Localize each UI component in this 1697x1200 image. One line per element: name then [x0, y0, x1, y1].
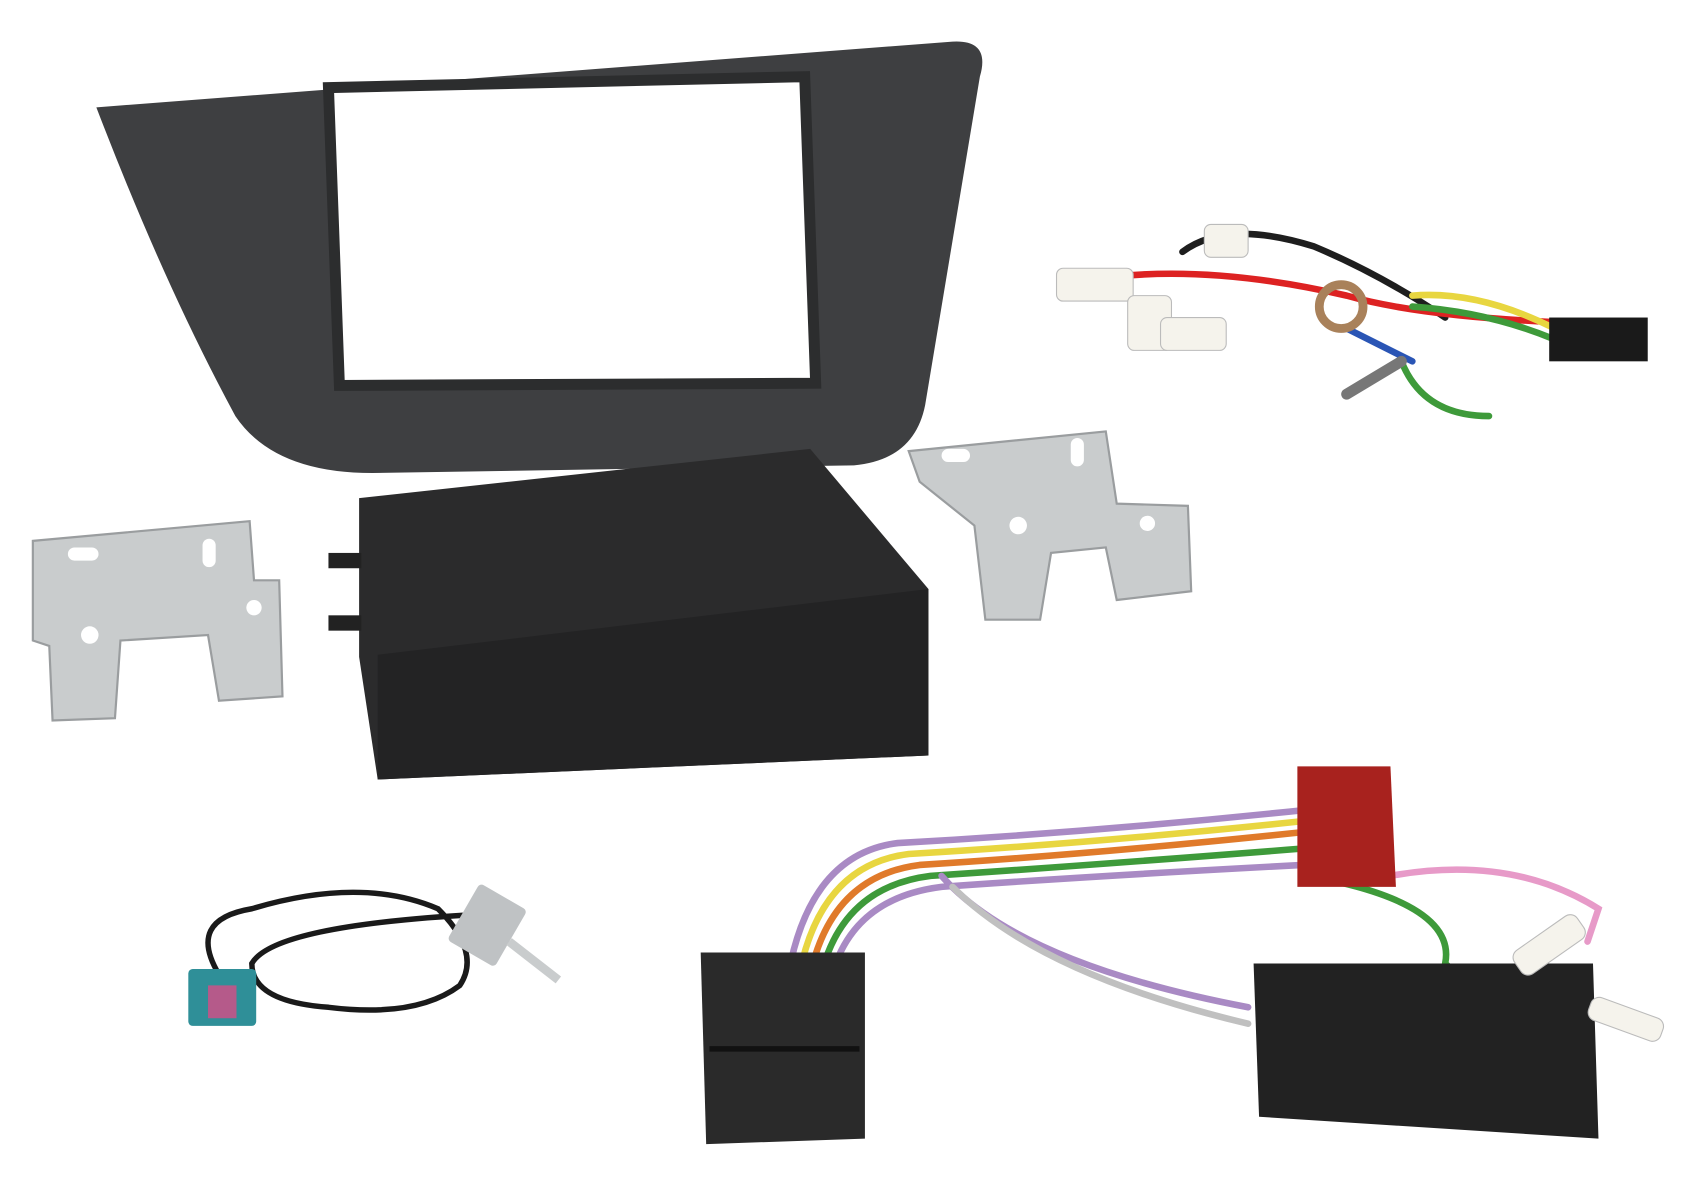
- mounting-bracket-right: [907, 430, 1193, 621]
- dash-fascia-panel: [96, 41, 983, 473]
- steering-control-harness: [700, 766, 1665, 1145]
- mounting-bracket-left: [31, 519, 284, 722]
- interface-module: [1253, 963, 1599, 1139]
- antenna-adapter: [188, 884, 562, 1026]
- storage-pocket: [328, 448, 929, 780]
- wiring-harness-small: [1055, 223, 1648, 420]
- red-iso-connector: [1297, 766, 1396, 887]
